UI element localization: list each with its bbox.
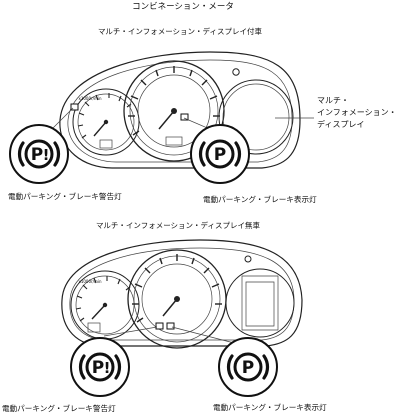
- parking-brake-indicator-icon: [189, 123, 251, 185]
- tach-unit: x1000r/min: [78, 96, 102, 101]
- section-subtitle: マルチ・インフォメーション・ディスプレイ付車: [98, 26, 263, 36]
- section-with-display: マルチ・インフォメーション・ディスプレイ付車: [8, 26, 397, 204]
- parking-brake-warning-icon: [8, 123, 70, 185]
- speedometer: [127, 249, 227, 349]
- multi-information-display: [218, 79, 294, 155]
- instrument-cluster: x1000r/min: [61, 239, 303, 349]
- section-subtitle: マルチ・インフォメーション・ディスプレイ無車: [96, 220, 261, 230]
- display-label-line-1: マルチ・: [317, 96, 349, 105]
- page-title: コンビネーション・メータ: [132, 2, 234, 12]
- parking-brake-indicator-icon: [217, 336, 279, 398]
- warning-lamp-position: [155, 322, 164, 330]
- display-label-line-2: インフォメーション・: [317, 108, 397, 117]
- indicator-lamp-position: [180, 113, 189, 121]
- tach-unit: x1000r/min: [78, 279, 102, 284]
- warning-lamp-position: [70, 103, 79, 111]
- display-label-line-3: ディスプレイ: [317, 119, 364, 129]
- warning-lamp-label: 電動パーキング・ブレーキ警告灯: [2, 403, 116, 413]
- parking-brake-warning-icon: [69, 336, 131, 398]
- indicator-lamp-position: [166, 322, 175, 330]
- fuel-gauge: [225, 268, 295, 338]
- tachometer: x1000r/min: [72, 88, 140, 156]
- indicator-lamp-label: 電動パーキング・ブレーキ表示灯: [203, 194, 317, 204]
- instrument-cluster: x1000r/min: [59, 51, 301, 169]
- indicator-lamp-label: 電動パーキング・ブレーキ表示灯: [213, 402, 327, 412]
- section-without-display: マルチ・インフォメーション・ディスプレイ無車: [2, 220, 327, 413]
- speedometer: [123, 60, 225, 162]
- warning-lamp-label: 電動パーキング・ブレーキ警告灯: [8, 191, 122, 201]
